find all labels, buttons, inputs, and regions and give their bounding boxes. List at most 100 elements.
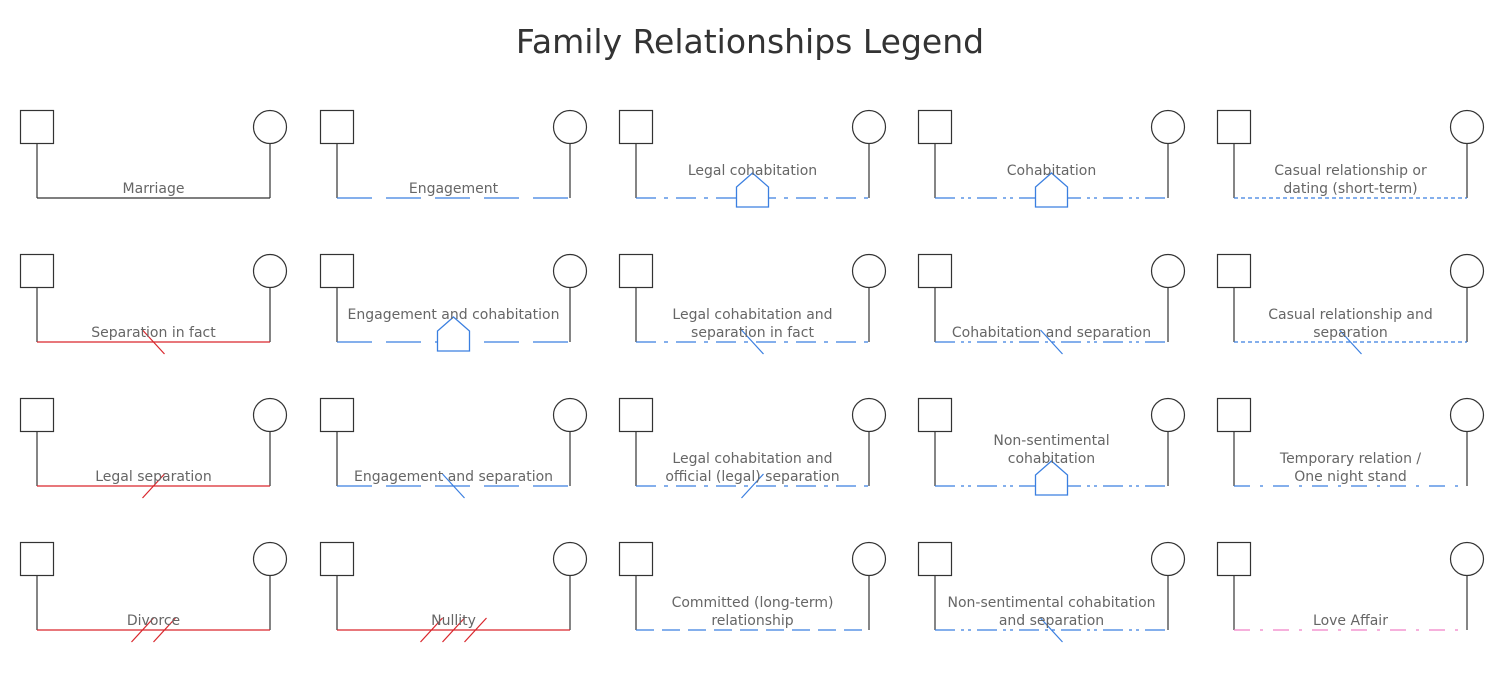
relationship-love-affair: Love Affair <box>1216 541 1485 631</box>
relationship-label: Committed (long-term) <box>672 595 834 611</box>
relationship-label: Non-sentimental <box>993 433 1109 449</box>
female-circle-icon <box>851 397 887 433</box>
house-icon <box>735 172 770 208</box>
male-square-icon <box>1216 109 1252 145</box>
relationship-separation-in-fact: Separation in fact <box>19 253 288 355</box>
relationship-label: Casual relationship or <box>1274 163 1427 179</box>
relationship-label: Love Affair <box>1313 613 1388 629</box>
male-square-icon <box>319 397 355 433</box>
relationship-label: Engagement and separation <box>354 469 553 485</box>
female-circle-icon <box>252 253 288 289</box>
male-square-icon <box>917 253 953 289</box>
relationship-label: Casual relationship and <box>1268 307 1433 323</box>
male-square-icon <box>19 253 55 289</box>
relationship-label: Divorce <box>127 613 180 629</box>
separation-slash-mark <box>442 473 465 499</box>
male-square-icon <box>618 253 654 289</box>
relationship-label: Nullity <box>431 613 476 629</box>
male-square-icon <box>618 541 654 577</box>
separation-slash-mark <box>142 329 165 355</box>
relationship-casual-relationship-separation: Casual relationship and separation <box>1216 253 1485 355</box>
male-square-icon <box>1216 397 1252 433</box>
male-square-icon <box>19 397 55 433</box>
separation-slash-mark <box>741 473 764 499</box>
relationship-label: Engagement <box>409 181 499 197</box>
relationship-label: dating (short-term) <box>1283 181 1417 197</box>
relationship-label: Marriage <box>123 181 185 197</box>
male-square-icon <box>319 541 355 577</box>
male-square-icon <box>917 541 953 577</box>
house-icon <box>1034 172 1069 208</box>
relationship-label: Cohabitation and separation <box>952 325 1151 341</box>
female-circle-icon <box>851 541 887 577</box>
relationship-marriage: Marriage <box>19 109 288 199</box>
female-circle-icon <box>552 397 588 433</box>
relationship-label: One night stand <box>1294 469 1407 485</box>
male-square-icon <box>1216 541 1252 577</box>
male-square-icon <box>19 541 55 577</box>
female-circle-icon <box>552 253 588 289</box>
relationship-label: Legal separation <box>95 469 212 485</box>
male-square-icon <box>618 109 654 145</box>
house-icon <box>1034 460 1069 496</box>
female-circle-icon <box>1449 541 1485 577</box>
relationship-legal-cohabitation: Legal cohabitation <box>618 109 887 208</box>
relationship-engagement: Engagement <box>319 109 588 199</box>
female-circle-icon <box>252 397 288 433</box>
relationship-label: Non-sentimental cohabitation <box>947 595 1155 611</box>
relationship-label: Legal cohabitation <box>688 163 817 179</box>
relationship-divorce: Divorce <box>19 541 288 643</box>
female-circle-icon <box>1449 253 1485 289</box>
relationship-legal-cohabitation-separation-in-fact: Legal cohabitation and separation in fact <box>618 253 887 355</box>
male-square-icon <box>917 397 953 433</box>
female-circle-icon <box>252 541 288 577</box>
relationship-legal-separation: Legal separation <box>19 397 288 499</box>
diagram-title: Family Relationships Legend <box>515 22 985 61</box>
female-circle-icon <box>552 109 588 145</box>
male-square-icon <box>618 397 654 433</box>
relationship-label: Legal cohabitation and <box>672 307 832 323</box>
relationship-engagement-and-separation: Engagement and separation <box>319 397 588 499</box>
relationship-casual-relationship: Casual relationship or dating (short-term… <box>1216 109 1485 199</box>
separation-slash-mark <box>420 617 443 643</box>
relationship-non-sentimental-cohabitation-separation: Non-sentimental cohabitation and separati… <box>917 541 1186 643</box>
female-circle-icon <box>1150 253 1186 289</box>
separation-slash-mark <box>1339 329 1362 355</box>
female-circle-icon <box>552 541 588 577</box>
male-square-icon <box>319 109 355 145</box>
separation-slash-mark <box>131 617 154 643</box>
male-square-icon <box>319 253 355 289</box>
separation-slash-mark <box>1040 329 1063 355</box>
male-square-icon <box>917 109 953 145</box>
female-circle-icon <box>252 109 288 145</box>
relationship-label: Engagement and cohabitation <box>348 307 560 323</box>
female-circle-icon <box>1449 109 1485 145</box>
relationship-cohabitation: Cohabitation <box>917 109 1186 208</box>
female-circle-icon <box>1449 397 1485 433</box>
female-circle-icon <box>851 253 887 289</box>
male-square-icon <box>1216 253 1252 289</box>
relationship-committed-relationship: Committed (long-term) relationship <box>618 541 887 631</box>
separation-slash-mark <box>442 617 465 643</box>
relationship-non-sentimental-cohabitation: Non-sentimental cohabitation <box>917 397 1186 496</box>
female-circle-icon <box>1150 109 1186 145</box>
relationship-engagement-and-cohabitation: Engagement and cohabitation <box>319 253 588 352</box>
separation-slash-mark <box>741 329 764 355</box>
separation-slash-mark <box>1040 617 1063 643</box>
relationship-label: and separation <box>999 613 1104 629</box>
relationship-cohabitation-and-separation: Cohabitation and separation <box>917 253 1186 355</box>
female-circle-icon <box>851 109 887 145</box>
relationship-label: Cohabitation <box>1007 163 1096 179</box>
relationship-label: Separation in fact <box>91 325 216 341</box>
relationship-label: separation in fact <box>691 325 814 341</box>
separation-slash-mark <box>142 473 165 499</box>
relationship-label: relationship <box>711 613 793 629</box>
relationship-label: Temporary relation / <box>1279 451 1422 467</box>
separation-slash-mark <box>153 617 176 643</box>
relationship-temporary-relation: Temporary relation / One night stand <box>1216 397 1485 487</box>
relationship-label: separation <box>1313 325 1388 341</box>
relationship-label: cohabitation <box>1008 451 1095 467</box>
house-icon <box>436 316 471 352</box>
